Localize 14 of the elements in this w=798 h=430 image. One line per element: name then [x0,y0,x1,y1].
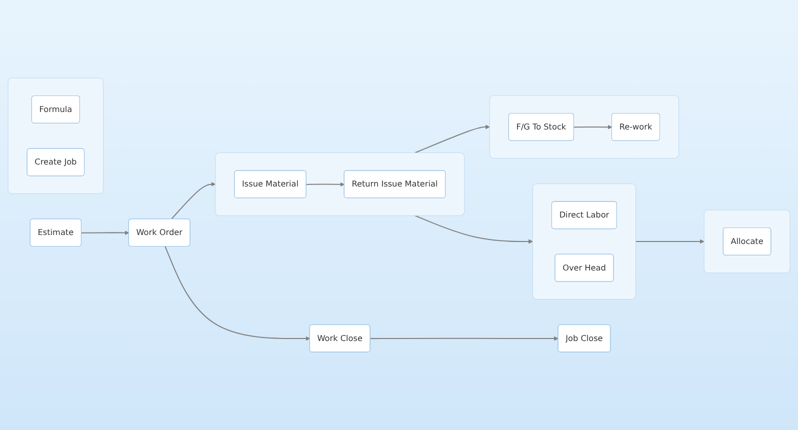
arrow [306,182,345,187]
arrow [574,124,612,130]
arrow [370,336,558,341]
arrow [81,230,130,236]
cluster [489,95,680,159]
arrow [171,182,216,220]
cluster [8,78,104,194]
arrow [164,246,310,341]
arrow [636,239,704,244]
cluster [532,183,636,300]
arrow [414,124,490,154]
cluster [704,210,790,274]
arrow [414,215,533,244]
cluster [215,152,465,216]
